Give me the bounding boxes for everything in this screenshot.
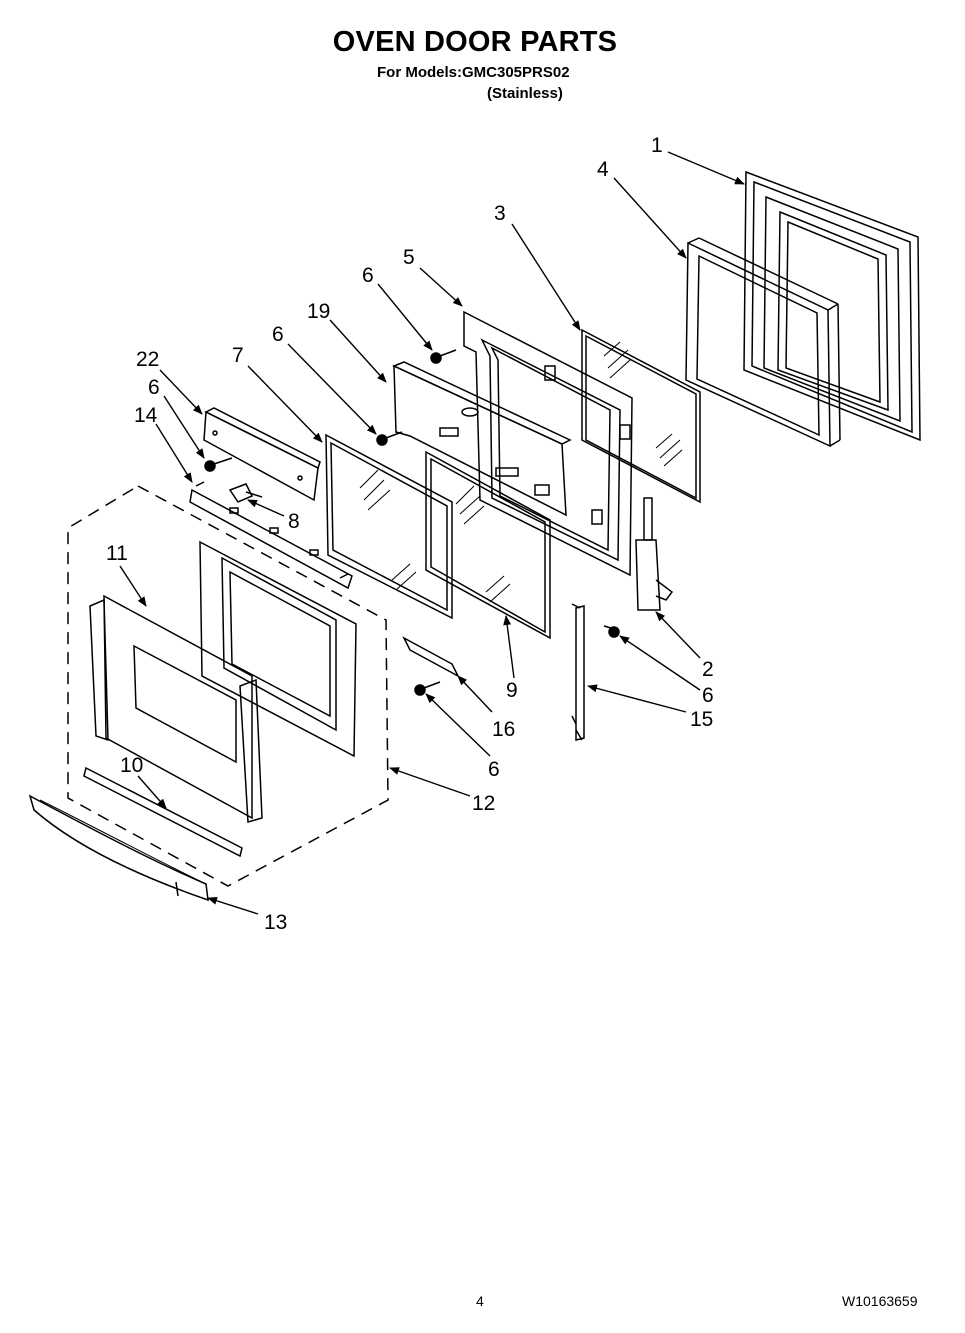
callout-22: 22 bbox=[136, 348, 159, 371]
callout-6a: 6 bbox=[362, 264, 374, 287]
leader-22 bbox=[159, 369, 203, 415]
leader-6e bbox=[425, 693, 491, 757]
leader-6d bbox=[619, 635, 701, 691]
leader-12 bbox=[389, 767, 471, 797]
callout-7: 7 bbox=[232, 344, 244, 367]
leader-14 bbox=[155, 423, 193, 483]
callout-9: 9 bbox=[506, 679, 518, 702]
leader-6b bbox=[287, 343, 377, 435]
callout-11: 11 bbox=[106, 542, 128, 565]
part-4-gasket-frame bbox=[685, 237, 841, 448]
leader-1 bbox=[667, 151, 745, 185]
leader-5 bbox=[419, 267, 463, 307]
callout-13: 13 bbox=[264, 911, 287, 934]
part-6-screw-b bbox=[376, 431, 403, 446]
callout-6d: 6 bbox=[702, 684, 714, 707]
page-title: OVEN DOOR PARTS bbox=[332, 26, 618, 58]
document-number: W10163659 bbox=[842, 1293, 918, 1309]
part-5-inner-liner bbox=[463, 310, 633, 577]
callout-6b: 6 bbox=[272, 323, 284, 346]
leader-15 bbox=[587, 684, 687, 713]
inner-door-panel bbox=[199, 540, 357, 758]
finish-label: (Stainless) bbox=[487, 85, 563, 102]
part-14-top-trim bbox=[189, 481, 353, 590]
part-12-door-assembly-outline bbox=[67, 485, 389, 887]
part-6-screw-c bbox=[204, 457, 233, 472]
callout-6c: 6 bbox=[148, 376, 160, 399]
leader-7 bbox=[247, 365, 323, 443]
page-number: 4 bbox=[476, 1293, 484, 1309]
callout-2: 2 bbox=[702, 658, 714, 681]
callout-3: 3 bbox=[494, 202, 506, 225]
part-1-outer-frame bbox=[743, 170, 921, 442]
part-15-hinge-channel bbox=[571, 603, 585, 741]
callout-5: 5 bbox=[403, 246, 415, 269]
callout-16: 16 bbox=[492, 718, 515, 741]
leader-6a bbox=[377, 283, 433, 351]
part-16-small-bracket bbox=[402, 636, 460, 678]
leader-6c bbox=[163, 395, 205, 459]
callout-19: 19 bbox=[307, 300, 330, 323]
callout-12: 12 bbox=[472, 792, 495, 815]
part-19-heat-shield bbox=[392, 361, 572, 517]
leader-13 bbox=[207, 896, 259, 915]
callout-6e: 6 bbox=[488, 758, 500, 781]
callout-15: 15 bbox=[690, 708, 713, 731]
part-3-glass-panel bbox=[581, 328, 701, 504]
part-6-screw-a bbox=[430, 349, 457, 364]
leader-10 bbox=[137, 775, 167, 809]
part-2-hinge bbox=[635, 497, 674, 611]
leader-3 bbox=[511, 223, 581, 331]
models-line: For Models:GMC305PRS02 bbox=[377, 64, 570, 81]
leader-19 bbox=[329, 319, 387, 383]
leader-11 bbox=[119, 565, 147, 607]
leader-8 bbox=[247, 499, 285, 517]
callout-14: 14 bbox=[134, 404, 158, 427]
part-22-bracket bbox=[203, 407, 321, 502]
callout-10: 10 bbox=[120, 754, 143, 777]
part-6-screw-e bbox=[414, 681, 441, 696]
leader-9 bbox=[503, 615, 515, 679]
leader-16 bbox=[457, 675, 493, 713]
part-11-outer-door-glass bbox=[89, 594, 263, 823]
part-6-screw-d bbox=[603, 625, 620, 638]
part-8-screw bbox=[228, 483, 263, 503]
part-13-handle bbox=[28, 794, 209, 902]
leader-4 bbox=[613, 177, 687, 259]
part-9-glass-panel bbox=[425, 450, 551, 640]
callout-1: 1 bbox=[651, 134, 663, 157]
callout-4: 4 bbox=[597, 158, 609, 181]
part-7-glass-panel bbox=[325, 433, 453, 620]
callout-8: 8 bbox=[288, 510, 300, 533]
part-10-lower-trim bbox=[83, 766, 243, 858]
leader-2 bbox=[655, 611, 701, 659]
